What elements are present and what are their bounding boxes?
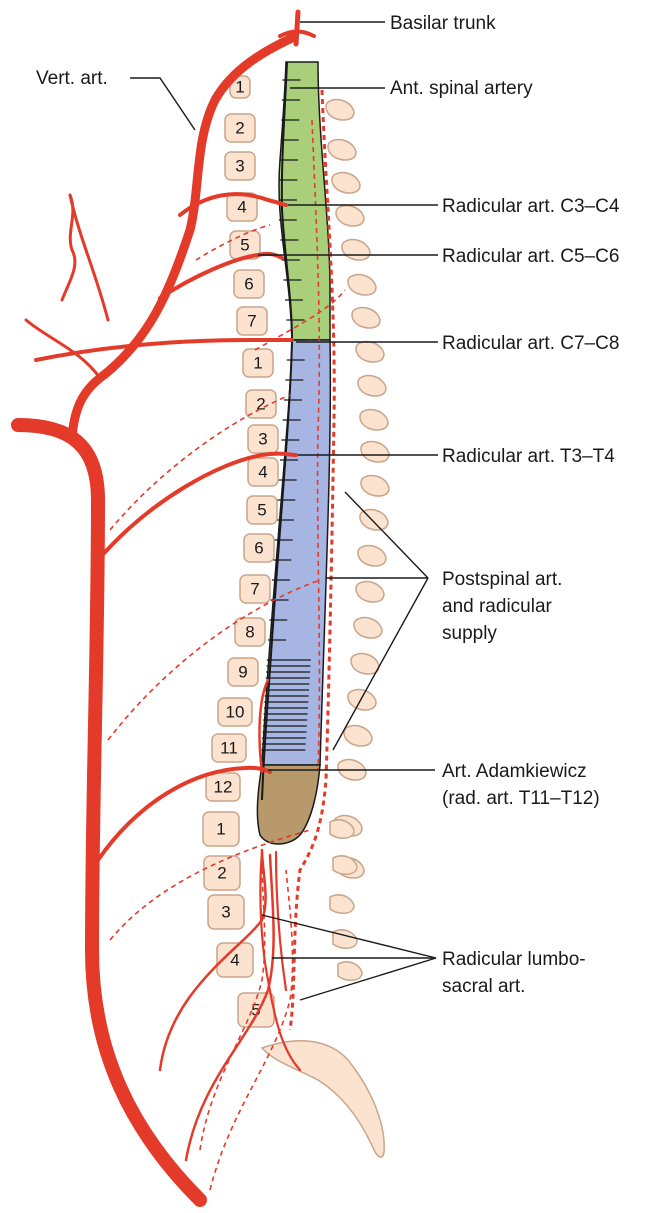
spinous-process	[358, 546, 386, 566]
spinous-process	[356, 342, 384, 362]
vertebra-number: 12	[214, 778, 233, 797]
spinous-process	[330, 895, 354, 913]
posterior-vertebral-column	[326, 100, 389, 981]
label-ant-spinal-artery: Ant. spinal artery	[390, 78, 533, 99]
vertebra-number: 3	[258, 430, 267, 449]
vertebra-number: 10	[226, 703, 245, 722]
aorta	[18, 425, 200, 1200]
vertebra-number: 1	[235, 78, 244, 97]
vertebra-thoracic-1: 1	[243, 349, 273, 377]
label-adamkiewicz-line2: (rad. art. T11–T12)	[442, 788, 600, 809]
vertebra-number: 2	[235, 119, 244, 138]
vertebra-thoracic-4: 4	[248, 458, 278, 486]
leader-postspinal-1	[345, 492, 428, 578]
label-postspinal-line2: and radicular	[442, 596, 553, 617]
vertebra-thoracic-12: 12	[206, 773, 240, 801]
label-radicular-c7-c8: Radicular art. C7–C8	[442, 333, 619, 354]
spinous-process	[348, 690, 376, 710]
label-adamkiewicz-line1: Art. Adamkiewicz	[442, 761, 587, 782]
sacrum	[262, 1041, 384, 1157]
artery-of-adamkiewicz	[98, 768, 270, 860]
basilar-trunk	[296, 12, 298, 44]
spinous-process	[360, 410, 388, 430]
vertebra-number: 4	[230, 951, 239, 970]
leader-lumbosacral-1	[262, 915, 436, 958]
leader-postspinal-3	[333, 578, 428, 750]
spinous-process	[342, 240, 370, 260]
vertebra-cervical-3: 3	[225, 152, 255, 180]
vertebra-number: 5	[240, 236, 249, 255]
vertebra-lumbar-1: 1	[203, 812, 239, 846]
spinous-process	[354, 618, 382, 638]
vertebra-lumbar-3: 3	[208, 895, 244, 929]
vertebra-number: 4	[258, 463, 267, 482]
label-radicular-c5-c6: Radicular art. C5–C6	[442, 246, 619, 267]
spinous-process	[352, 308, 380, 328]
spinous-process	[356, 582, 384, 602]
vertebra-number: 2	[217, 864, 226, 883]
conus-medullaris	[257, 765, 320, 844]
leader-vert-art	[130, 78, 195, 130]
spinous-process	[332, 173, 360, 193]
vertebra-thoracic-6: 6	[244, 534, 274, 562]
label-lumbosacral-line1: Radicular lumbo-	[442, 949, 586, 970]
spinous-process	[348, 275, 376, 295]
vertebra-number: 3	[235, 157, 244, 176]
spinous-process	[358, 376, 386, 396]
label-radicular-c3-c4: Radicular art. C3–C4	[442, 196, 620, 217]
vertebra-thoracic-10: 10	[218, 698, 252, 726]
label-postspinal-line1: Postspinal art.	[442, 569, 562, 590]
label-postspinal-line3: supply	[442, 623, 497, 644]
vertebra-thoracic-5: 5	[247, 496, 277, 524]
vertebra-thoracic-9: 9	[228, 658, 258, 686]
vertebra-number: 9	[238, 663, 247, 682]
vertebra-thoracic-7: 7	[240, 575, 270, 603]
spinous-process	[326, 100, 354, 120]
vertebra-cervical-2: 2	[225, 114, 255, 142]
label-radicular-t3-t4: Radicular art. T3–T4	[442, 446, 615, 467]
vertebra-number: 1	[253, 354, 262, 373]
vertebra-number: 5	[257, 501, 266, 520]
spinous-process	[351, 654, 379, 674]
vertebra-thoracic-11: 11	[212, 734, 246, 762]
vertebra-cervical-6: 6	[234, 270, 264, 298]
spinous-process	[361, 442, 389, 462]
label-basilar-trunk: Basilar trunk	[390, 13, 496, 34]
vertebra-number: 6	[244, 275, 253, 294]
cervical-wiggle-branch	[62, 195, 75, 300]
vertebra-cervical-7: 7	[237, 307, 267, 335]
spinous-process	[333, 930, 357, 948]
vertebra-number: 6	[254, 539, 263, 558]
vertebra-number: 1	[216, 820, 225, 839]
vertebra-number: 4	[237, 198, 246, 217]
vertebra-thoracic-3: 3	[248, 425, 278, 453]
vertebra-number: 8	[245, 623, 254, 642]
vertebra-number: 3	[221, 903, 230, 922]
spinous-process	[328, 140, 356, 160]
label-lumbosacral-line2: sacral art.	[442, 976, 525, 997]
spinous-process	[338, 962, 362, 980]
vertebra-number: 7	[247, 312, 256, 331]
spinous-process	[361, 476, 389, 496]
spinous-process	[344, 726, 372, 746]
vertebra-number: 7	[250, 580, 259, 599]
leader-lumbosacral-3	[300, 958, 436, 1000]
vertebra-thoracic-8: 8	[235, 618, 265, 646]
spinous-process	[336, 206, 364, 226]
vertebra-number: 11	[220, 739, 238, 758]
label-vert-art: Vert. art.	[36, 68, 108, 89]
